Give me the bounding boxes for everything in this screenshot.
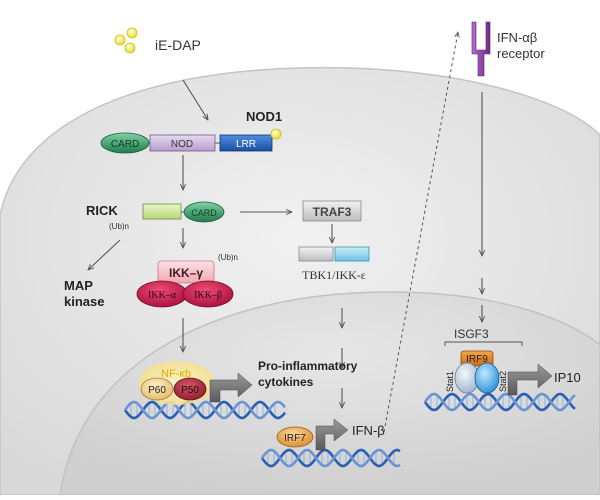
stat2-label: Stat2 xyxy=(498,371,508,392)
nod1-nod-domain xyxy=(149,134,216,152)
dna-strand xyxy=(260,448,401,468)
proinflammatory-line2: cytokines xyxy=(258,375,314,389)
receptor-line2: receptor xyxy=(497,46,545,61)
proinflammatory-line1: Pro-inflammatory xyxy=(258,359,358,373)
stat2-protein xyxy=(474,362,500,394)
rick-ub-label: (Ub)n xyxy=(109,222,129,231)
bound-ligand-ball xyxy=(270,128,282,140)
ikk-gamma-box xyxy=(157,260,215,284)
rick-card-label: CARD xyxy=(191,208,217,218)
p50-label: P50 xyxy=(181,385,199,396)
stat1-label: Stat1 xyxy=(445,371,455,392)
irf7-transcription-arrow xyxy=(315,418,349,451)
nod1-lrr-label: LRR xyxy=(236,139,256,150)
p60-label: P60 xyxy=(148,385,166,396)
ikk-ub-label: (Ub)n xyxy=(218,253,238,262)
rick-label: RICK xyxy=(86,203,118,218)
receptor-line1: IFN-αβ xyxy=(497,30,537,45)
tbk1-label: TBK1/IKK-ε xyxy=(302,268,366,282)
irf9-label: IRF9 xyxy=(466,354,488,365)
dna-isgf3 xyxy=(423,392,576,412)
dna-strand xyxy=(423,392,576,412)
irf7-label: IRF7 xyxy=(284,433,306,444)
nod1-card-label: CARD xyxy=(111,139,139,150)
nod1-nod-label: NOD xyxy=(171,139,193,150)
dna-layer xyxy=(123,392,576,468)
nfkb-label: NF-κb xyxy=(161,368,191,380)
dna-strand xyxy=(260,448,401,468)
ikk-gamma-label: IKK–γ xyxy=(169,266,203,280)
ligand-ball xyxy=(126,27,138,39)
nod1-title: NOD1 xyxy=(246,109,282,124)
ip10-gene-label: IP10 xyxy=(554,370,581,385)
tbk1-box xyxy=(298,246,334,262)
ifn-receptor xyxy=(471,21,491,77)
ifn-beta-gene-label: IFN-β xyxy=(352,423,385,438)
map-kinase-line1: MAP xyxy=(64,278,93,293)
ikk-beta-subunit xyxy=(182,280,234,308)
arrow-rick-to-map xyxy=(88,239,121,270)
dna-strand xyxy=(123,400,286,420)
traf3-box xyxy=(302,200,362,222)
nod1-lrr-domain xyxy=(219,134,273,152)
rick-domain xyxy=(142,203,182,220)
p60-subunit xyxy=(140,377,174,401)
dna-irf7 xyxy=(260,448,401,468)
dna-strand xyxy=(423,392,576,412)
irf7-protein xyxy=(276,426,314,448)
dna-nfkb xyxy=(123,400,286,420)
ikk-alpha-label: IKK–α xyxy=(148,290,177,301)
nucleus xyxy=(59,291,600,496)
map-kinase-line2: kinase xyxy=(64,294,104,309)
isgf3-bracket xyxy=(444,341,523,346)
traf3-label: TRAF3 xyxy=(313,205,352,219)
ikk-beta-label: IKK–β xyxy=(194,290,222,301)
arrow-ligand-to-nod1 xyxy=(182,79,208,120)
irf9-box xyxy=(460,350,494,367)
ikk-epsilon-box xyxy=(334,246,370,262)
ligand-label: iE-DAP xyxy=(155,37,201,53)
arrow-ifnb-to-receptor xyxy=(383,32,458,433)
isgf3-label: ISGF3 xyxy=(454,327,489,341)
p50-subunit xyxy=(173,377,207,401)
nfkb-transcription-arrow xyxy=(209,372,253,403)
nod1-card-domain xyxy=(100,132,150,154)
ligand-ball xyxy=(124,42,136,54)
rick-card-domain xyxy=(183,201,225,223)
dna-strand xyxy=(123,400,286,420)
ip10-transcription-arrow xyxy=(507,363,553,396)
ligand-ball xyxy=(114,34,126,46)
